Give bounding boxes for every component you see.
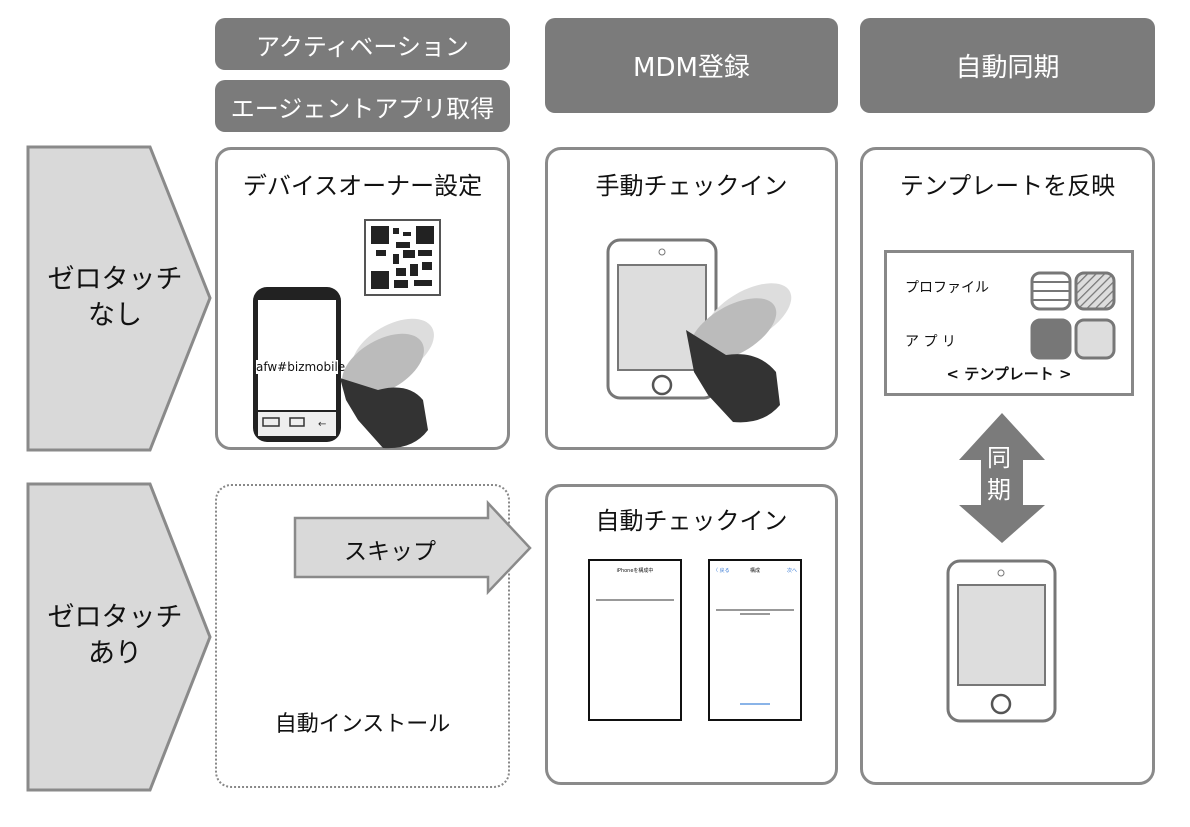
template-caption: < テンプレート >	[946, 365, 1072, 383]
sync-label-char: 期	[987, 476, 1011, 504]
screen-next-link: 次へ	[786, 568, 797, 574]
header-mdm: MDM登録	[545, 18, 838, 113]
template-panel: プロファイル ア プ リ < テンプレート >	[884, 250, 1134, 396]
template-sync-box: テンプレートを反映 プロファイル ア プ リ < テンプレート > 同 期	[860, 147, 1155, 785]
app-dark-icon	[1030, 318, 1072, 360]
phone-input-text: afw#bizmobile	[256, 360, 346, 374]
device-owner-box: デバイスオーナー設定 ← afw#bizmobile	[215, 147, 510, 450]
auto-install-box: 自動インストール	[215, 484, 510, 788]
row-label-line: なし	[88, 300, 142, 331]
template-app-label: ア プ リ	[905, 334, 956, 350]
sync-label: 同 期	[987, 442, 1011, 506]
header-activation: アクティベーション	[215, 18, 510, 70]
template-profile-label: プロファイル	[905, 280, 989, 296]
row-label-no-zero-touch: ゼロタッチ なし	[30, 262, 200, 334]
qr-code-icon	[364, 219, 441, 296]
row-arrow-zero-touch	[26, 482, 212, 792]
screen-title: 構成	[749, 568, 760, 574]
screen-text-line	[740, 613, 770, 615]
row-label-zero-touch: ゼロタッチ あり	[30, 600, 200, 672]
auto-checkin-box: 自動チェックイン iPhoneを構成中 〈 戻る 構成 次へ	[545, 484, 838, 785]
row-arrow-no-zero-touch	[26, 145, 212, 452]
screen-link-line	[740, 703, 770, 705]
sync-arrow-icon	[946, 413, 1057, 723]
screen-text-line	[716, 609, 794, 611]
row-label-line: ゼロタッチ	[47, 264, 183, 295]
tablet-tap-icon	[606, 238, 792, 423]
header-agent-app: エージェントアプリ取得	[215, 80, 510, 132]
profile-hatched-icon	[1074, 271, 1116, 311]
tap-hand-icon	[340, 318, 434, 449]
manual-checkin-title: 手動チェックイン	[595, 172, 788, 200]
skip-label: スキップ	[344, 539, 436, 565]
device-owner-title: デバイスオーナー設定	[242, 172, 483, 200]
svg-text:←: ←	[318, 419, 326, 430]
template-icons	[1030, 271, 1116, 360]
auto-install-label: 自動インストール	[274, 712, 451, 737]
auto-checkin-title: 自動チェックイン	[595, 507, 788, 535]
screen-back-link: 〈 戻る	[713, 568, 730, 574]
screen-config: 〈 戻る 構成 次へ	[708, 559, 802, 721]
screen-configuring: iPhoneを構成中	[588, 559, 682, 721]
app-light-icon	[1074, 318, 1116, 360]
screen-title: iPhoneを構成中	[616, 568, 654, 574]
template-apply-title: テンプレートを反映	[899, 172, 1116, 200]
profile-lines-icon	[1030, 271, 1072, 311]
sync-label-char: 同	[987, 444, 1011, 472]
header-sync: 自動同期	[860, 18, 1155, 113]
row-label-line: ゼロタッチ	[47, 602, 183, 633]
row-label-line: あり	[88, 638, 142, 669]
manual-checkin-box: 手動チェックイン	[545, 147, 838, 450]
screen-text-line	[596, 599, 674, 601]
